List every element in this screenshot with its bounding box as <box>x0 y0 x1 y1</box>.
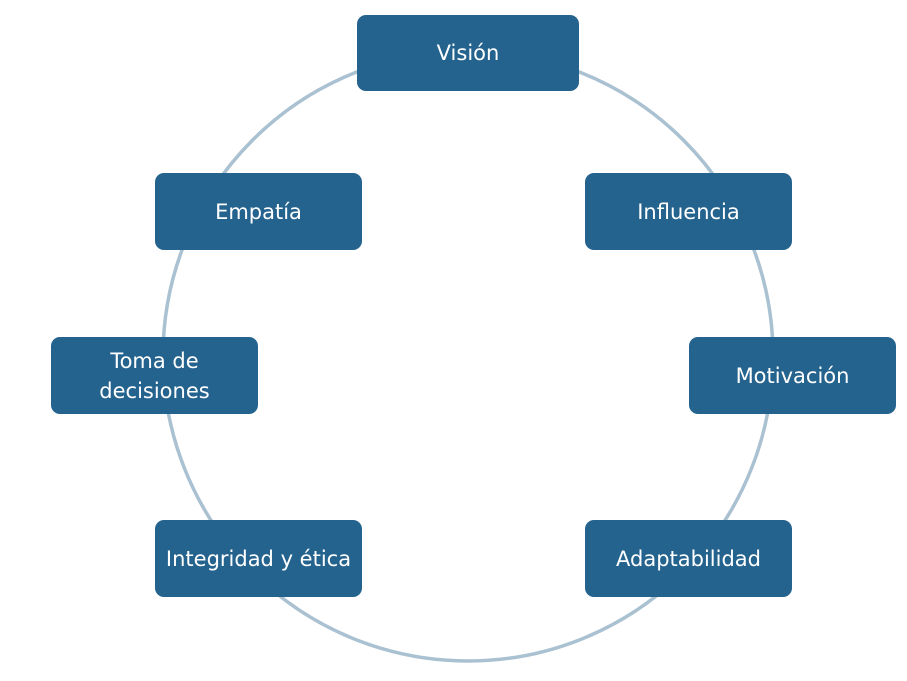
node-adaptabilidad: Adaptabilidad <box>585 520 792 597</box>
node-empatia: Empatía <box>155 173 362 250</box>
node-empatia-label: Empatía <box>215 199 302 224</box>
node-adaptabilidad-label: Adaptabilidad <box>616 546 761 571</box>
node-influencia: Influencia <box>585 173 792 250</box>
node-motivacion-label: Motivación <box>735 363 850 388</box>
node-integridad-label: Integridad y ética <box>165 546 352 571</box>
node-influencia-label: Influencia <box>637 199 740 224</box>
node-motivacion: Motivación <box>689 337 896 414</box>
node-toma-decisiones-label: Toma de decisiones <box>99 348 210 403</box>
node-integridad: Integridad y ética <box>155 520 362 597</box>
node-vision: Visión <box>357 15 579 91</box>
node-vision-label: Visión <box>436 41 500 65</box>
node-toma-decisiones: Toma de decisiones <box>51 337 258 414</box>
